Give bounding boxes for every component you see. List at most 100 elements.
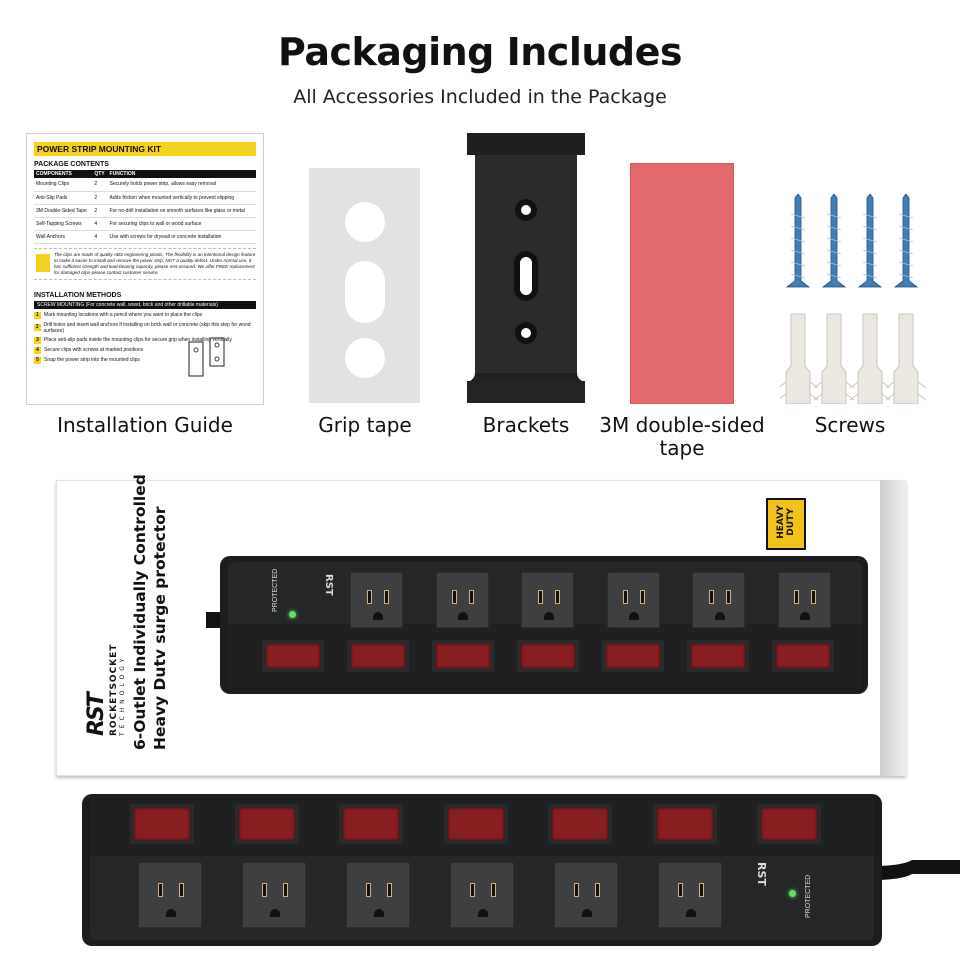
- step-number-4: 4: [34, 346, 41, 354]
- outlet-slot: [469, 589, 475, 604]
- rocker-face: [606, 644, 660, 668]
- outlet-icon: [242, 862, 306, 928]
- outlet-ground: [686, 909, 696, 918]
- outlet-slot: [470, 882, 476, 897]
- heavy-duty-badge: HEAVY DUTY: [766, 498, 806, 550]
- product-box-side: [880, 480, 906, 776]
- step-number-3: 3: [34, 336, 41, 344]
- guide-cell: Anti-Slip Pads: [34, 191, 93, 205]
- grip-hole: [345, 338, 385, 378]
- guide-note-text: The clips are made of quality ABS engine…: [54, 251, 256, 275]
- box-strip-protected-label: PROTECTED: [272, 568, 279, 612]
- outlet-ground: [458, 612, 468, 621]
- guide-cell: 4: [92, 217, 108, 231]
- installation-guide-card: POWER STRIP MOUNTING KIT PACKAGE CONTENT…: [26, 133, 264, 405]
- screws-image: [780, 194, 927, 404]
- rocker-face: [436, 644, 490, 668]
- rocker-switch-icon: [652, 804, 717, 844]
- rocker-switch-icon: [517, 640, 579, 672]
- step-number-1: 1: [34, 311, 41, 319]
- box-strip-logo-icon: RST: [323, 574, 334, 596]
- outlet-icon: [692, 572, 745, 628]
- product-line-1: 6-Outlet Individually Controlled: [131, 474, 149, 750]
- brand-logo-vertical: RST ROCKETSOCKET TECHNOLOGY: [84, 576, 126, 736]
- rocker-switch-icon: [772, 640, 834, 672]
- outlet-ground: [629, 612, 639, 621]
- outlet-ground: [800, 612, 810, 621]
- heavy-duty-text: HEAVY DUTY: [776, 505, 796, 539]
- rocker-switch-icon: [130, 804, 194, 844]
- grip-hole: [345, 202, 385, 242]
- product-title-vertical: 6-Outlet Individually Controlled Heavy D…: [130, 474, 170, 750]
- rocker-switch-icon: [548, 804, 612, 844]
- rocker-face: [691, 644, 745, 668]
- guide-cell: 3M Double-Sided Tape: [34, 204, 93, 218]
- outlet-icon: [435, 572, 489, 628]
- outlet-ground: [166, 909, 176, 918]
- outlet-icon: [606, 572, 660, 628]
- outlet-slot: [383, 589, 389, 604]
- outlet-slot: [386, 882, 392, 897]
- grip-slot: [345, 261, 385, 323]
- table-row: Wall Anchors 4 Use with screws for drywa…: [34, 230, 256, 244]
- rocker-face: [776, 644, 830, 668]
- outlet-slot: [282, 882, 288, 897]
- rocker-switch-icon: [443, 804, 508, 844]
- rocker-switch-icon: [347, 640, 409, 672]
- guide-cell: Use with screws for drywall or concrete …: [107, 230, 256, 244]
- outlet-ground: [582, 909, 592, 918]
- caption-brackets: Brackets: [482, 413, 570, 437]
- grip-tape-image: [309, 168, 420, 403]
- outlet-ground: [270, 909, 280, 918]
- outlet-slot: [537, 589, 543, 604]
- outlet-ground: [543, 612, 554, 621]
- outlet-slot: [623, 589, 629, 604]
- rocker-switch-icon: [602, 640, 664, 672]
- rocker-face: [761, 808, 817, 840]
- rocker-switch-icon: [432, 640, 494, 672]
- outlet-slot: [725, 589, 731, 604]
- outlet-slot: [366, 589, 372, 604]
- rocker-face: [343, 808, 399, 840]
- outlet-icon: [450, 862, 514, 928]
- outlet-slot: [640, 589, 646, 604]
- rocker-switch-icon: [339, 804, 403, 844]
- guide-cell: Mounting Clips: [34, 178, 93, 192]
- outlet-slot: [708, 589, 714, 604]
- outlet-icon: [521, 572, 574, 628]
- guide-methods-title: INSTALLATION METHODS: [34, 291, 122, 299]
- box-strip-led-icon: [289, 611, 296, 618]
- table-row: Self-Tapping Screws 4 For securing clips…: [34, 217, 256, 231]
- guide-cell: Self-Tapping Screws: [34, 217, 93, 231]
- outlet-icon: [346, 862, 410, 928]
- guide-note: The clips are made of quality ABS engine…: [34, 247, 256, 280]
- guide-col-qty: QTY: [92, 170, 108, 178]
- guide-cell: 2: [92, 204, 108, 218]
- page-subtitle: All Accessories Included in the Package: [293, 86, 667, 108]
- rocker-face: [521, 644, 575, 668]
- guide-col-function: FUNCTION: [107, 170, 256, 178]
- clip-diagram-icon: [188, 337, 225, 377]
- outlet-ground: [714, 612, 725, 621]
- outlet-slot: [158, 882, 164, 897]
- guide-contents-table: COMPONENTS QTY FUNCTION Mounting Clips 2…: [34, 170, 256, 244]
- outlet-slot: [811, 589, 817, 604]
- rocker-switch-icon: [262, 640, 324, 672]
- table-row: Mounting Clips 2 Securely holds power st…: [34, 178, 256, 192]
- outlet-slot: [698, 882, 704, 897]
- outlet-ground: [374, 909, 384, 918]
- rocker-face: [266, 644, 320, 668]
- table-row: 3M Double-Sided Tape 2 For no-drill inst…: [34, 204, 256, 218]
- page-title: Packaging Includes: [277, 30, 683, 74]
- guide-cell: For no-drill installation on smooth surf…: [107, 204, 256, 218]
- step-number-5: 5: [34, 356, 41, 364]
- rocker-face: [552, 808, 608, 840]
- rocker-switch-icon: [234, 804, 299, 844]
- rocker-face: [238, 808, 295, 840]
- outlet-slot: [262, 882, 268, 897]
- outlet-slot: [178, 882, 184, 897]
- front-strip-protected-label: PROTECTED: [805, 874, 812, 918]
